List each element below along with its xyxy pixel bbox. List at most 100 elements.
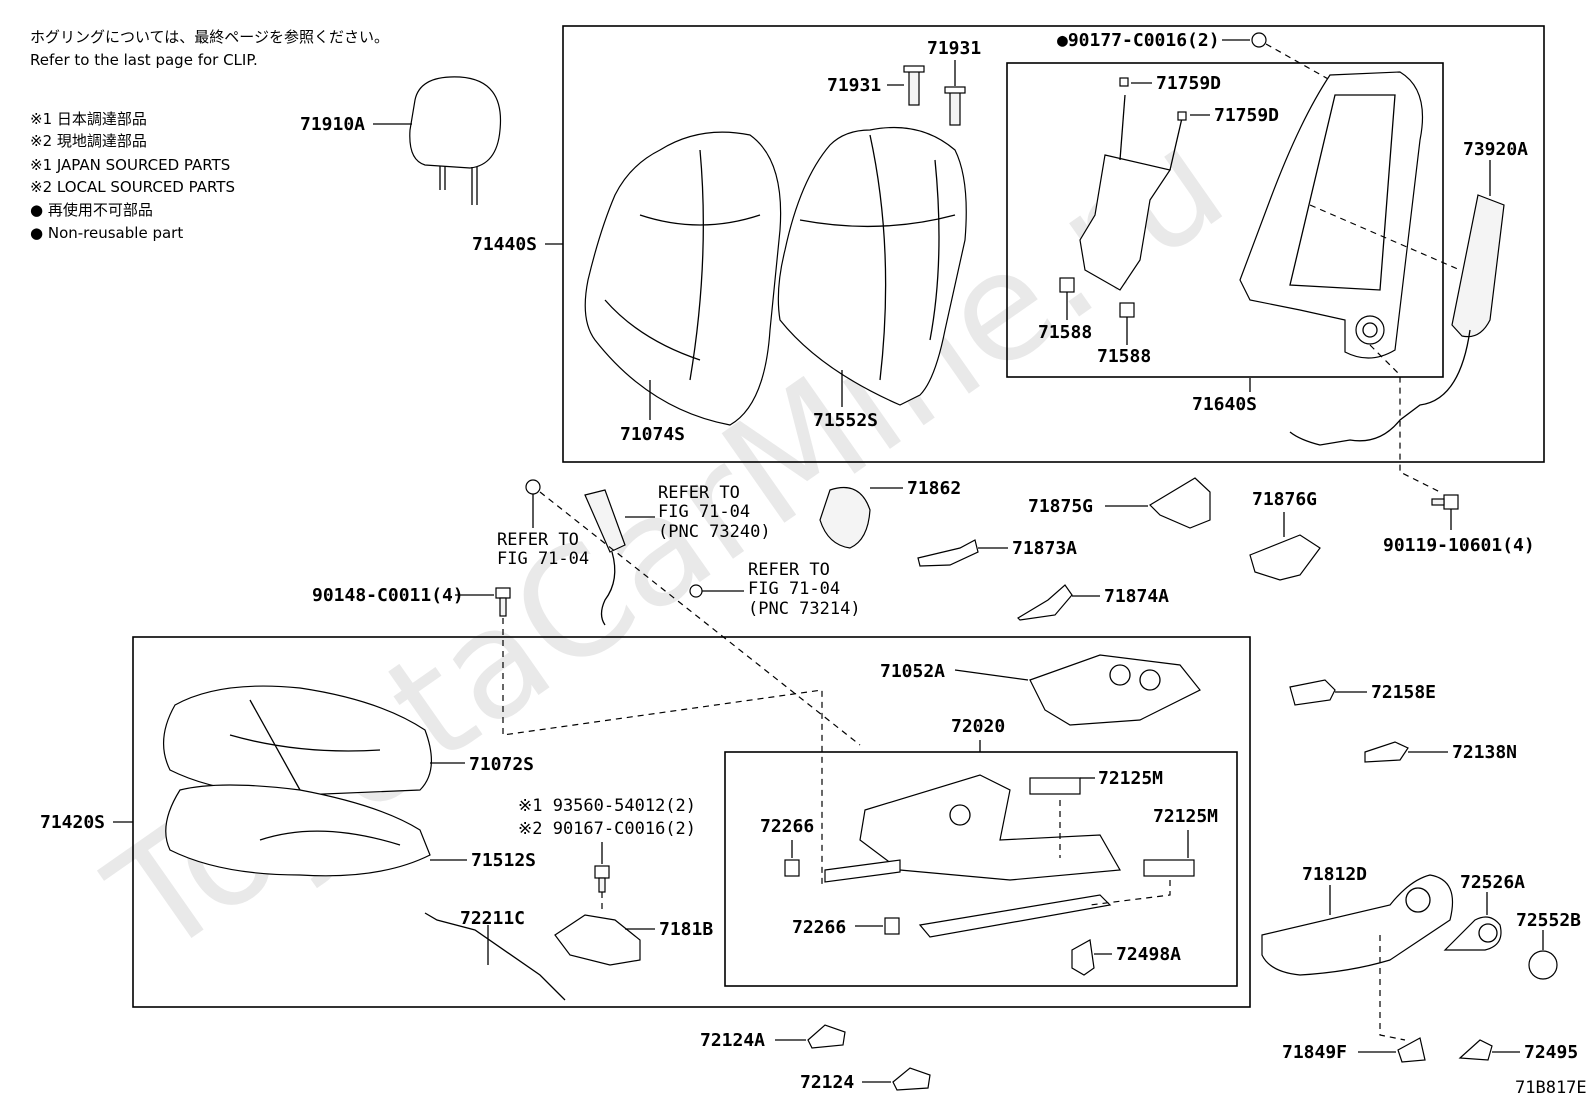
label-72526A: 72526A: [1460, 872, 1525, 893]
label-71931-b: 71931: [927, 38, 981, 59]
seatback-frame-part: [1239, 71, 1424, 359]
seat-adjuster-part: [824, 774, 1121, 938]
legend-nonreuse-en: ● Non-reusable part: [30, 224, 183, 242]
cover-72495-part: [1458, 1039, 1493, 1061]
wire-72211C-part: [424, 912, 566, 1001]
leader-71052A: [954, 669, 1029, 681]
label-93560: ※1 93560-54012(2): [518, 796, 696, 816]
legend-clip-note-jp: ホグリングについては、最終ページを参照ください。: [30, 28, 389, 46]
legend-nonreuse-jp: ● 再使用不可部品: [30, 201, 153, 219]
label-72125M-b: 72125M: [1153, 806, 1218, 827]
label-71849F: 71849F: [1282, 1042, 1347, 1063]
cover-71873A-part: [917, 539, 979, 567]
legend-mark2-en: ※2 LOCAL SOURCED PARTS: [30, 178, 235, 196]
label-71759D-a: 71759D: [1156, 73, 1221, 94]
pin-71931-parts: [903, 65, 966, 126]
label-72138N: 72138N: [1452, 742, 1517, 763]
label-71875G: 71875G: [1028, 496, 1093, 517]
pad-71862-part: [819, 486, 871, 549]
label-71074S: 71074S: [620, 424, 685, 445]
ref1-line3: (PNC 73240): [658, 522, 771, 542]
label-71552S: 71552S: [813, 410, 878, 431]
label-71588-b: 71588: [1097, 346, 1151, 367]
label-71440S: 71440S: [472, 234, 537, 255]
seatback-cover-part: [584, 131, 782, 426]
label-90177: ●90177-C0016(2): [1057, 30, 1220, 51]
cover-72124-part: [892, 1067, 931, 1091]
legend-clip-note-en: Refer to the last page for CLIP.: [30, 51, 258, 69]
dash-ref2: [539, 491, 861, 746]
cover-71876G-part: [1249, 534, 1321, 581]
cap-72266-a-part: [784, 859, 800, 877]
label-72266-b: 72266: [792, 917, 846, 938]
label-90119: 90119-10601(4): [1383, 535, 1535, 556]
label-71759D-b: 71759D: [1214, 105, 1279, 126]
label-90167: ※2 90167-C0016(2): [518, 819, 696, 839]
label-72495: 72495: [1524, 1042, 1578, 1063]
cap-72266-b-part: [884, 917, 900, 935]
label-71588-a: 71588: [1038, 322, 1092, 343]
label-71812D: 71812D: [1302, 864, 1367, 885]
bracket-7181B-part: [554, 914, 641, 966]
ref1-line1: REFER TO: [658, 483, 740, 503]
headrest-part: [409, 76, 502, 205]
nut-90177-part: [1251, 32, 1267, 48]
dash-71849F: [1379, 935, 1406, 1041]
lumbar-71052A-part: [1029, 654, 1201, 726]
diagram-id: 71B817E: [1515, 1078, 1587, 1098]
legend-mark1-jp: ※1 日本調達部品: [30, 110, 147, 128]
legend-mark1-en: ※1 JAPAN SOURCED PARTS: [30, 156, 230, 174]
dash-airbag-frame: [1309, 204, 1461, 271]
shield-71812D-part: [1261, 874, 1454, 976]
label-71873A: 71873A: [1012, 538, 1077, 559]
label-72020: 72020: [951, 716, 1005, 737]
label-72124A: 72124A: [700, 1030, 765, 1051]
label-71640S: 71640S: [1192, 394, 1257, 415]
clip-71588-a-part: [1059, 277, 1075, 293]
label-71874A: 71874A: [1104, 586, 1169, 607]
bracket-72125M-b-part: [1143, 859, 1195, 877]
clip-71588-b-part: [1119, 302, 1135, 318]
ref3-line3: (PNC 73214): [748, 599, 861, 619]
label-7181B: 7181B: [659, 919, 713, 940]
label-71910A: 71910A: [300, 114, 365, 135]
label-72124: 72124: [800, 1072, 854, 1093]
label-71420S: 71420S: [40, 812, 105, 833]
ring-ref3-part: [689, 584, 703, 598]
cover-71849F-part: [1397, 1037, 1426, 1063]
label-71876G: 71876G: [1252, 489, 1317, 510]
bolt-90148-part: [495, 587, 511, 617]
ref2-line1: REFER TO: [497, 530, 579, 550]
seatbelt-buckle-part: [584, 489, 626, 626]
bracket-71759D-part: [1079, 77, 1187, 291]
adjuster-subgroup-frame: [724, 751, 1238, 987]
side-airbag-73920A-part: [1289, 194, 1505, 446]
dash-90148: [502, 618, 823, 885]
label-71931-a: 71931: [827, 75, 881, 96]
label-72125M-a: 72125M: [1098, 768, 1163, 789]
label-72211C: 72211C: [460, 908, 525, 929]
knob-72526A-part: [1443, 916, 1502, 951]
cover-71874A-part: [1017, 584, 1073, 621]
label-72498A: 72498A: [1116, 944, 1181, 965]
legend: ホグリングについては、最終ページを参照ください。 Refer to the la…: [30, 28, 389, 242]
cover-72138N-part: [1364, 741, 1409, 763]
cushion-cover-part: [162, 685, 433, 796]
bolt-90119-part: [1431, 494, 1459, 510]
label-71072S: 71072S: [469, 754, 534, 775]
bracket-72125M-a-part: [1029, 777, 1081, 795]
ref2-line2: FIG 71-04: [497, 549, 589, 569]
cover-72498A-part: [1071, 939, 1095, 976]
ref3-line2: FIG 71-04: [748, 579, 840, 599]
dash-90119: [1369, 344, 1441, 493]
ref1-line2: FIG 71-04: [658, 502, 750, 522]
dash-72125M: [1059, 800, 1171, 906]
label-72552B: 72552B: [1516, 910, 1581, 931]
label-71862: 71862: [907, 478, 961, 499]
cover-72158E-part: [1289, 679, 1336, 706]
label-72266-a: 72266: [760, 816, 814, 837]
seatback-pad-part: [777, 126, 967, 406]
label-90148: 90148-C0011(4): [312, 585, 464, 606]
cushion-pad-part: [165, 784, 431, 877]
